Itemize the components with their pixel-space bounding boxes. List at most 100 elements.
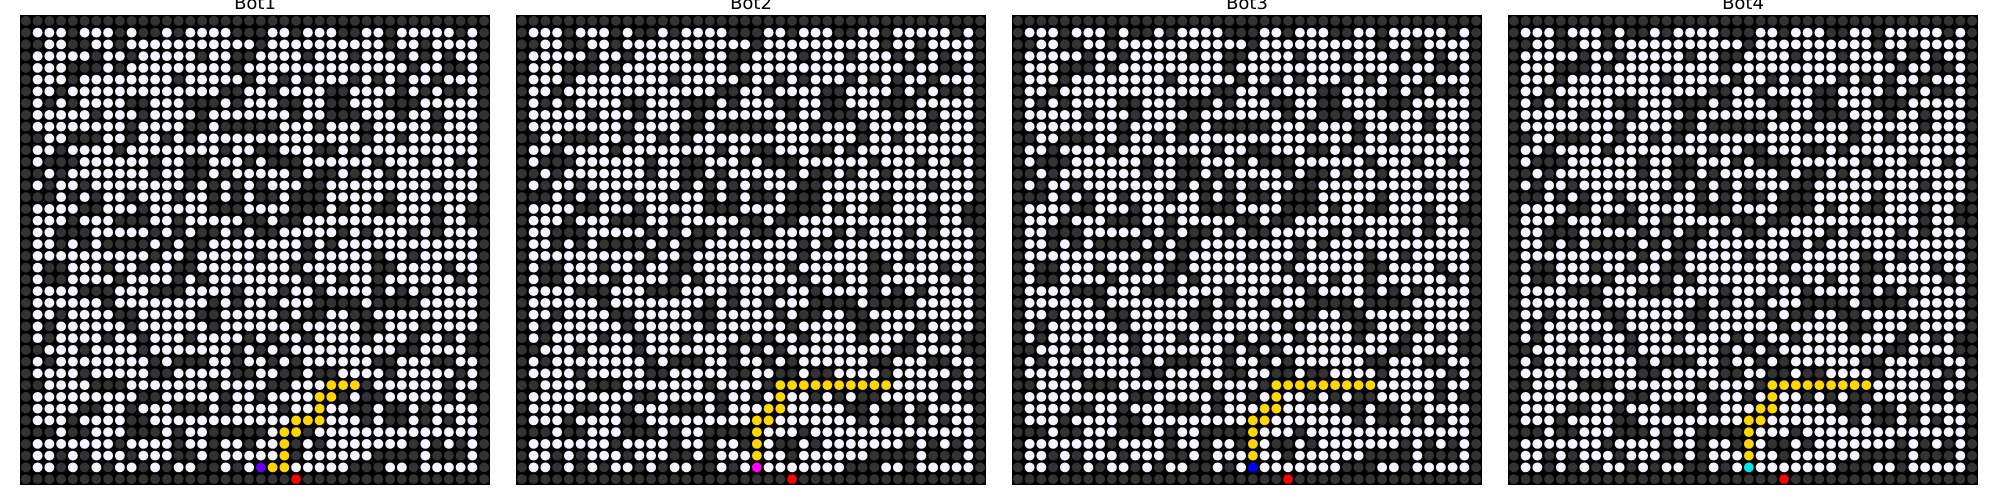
open-cell bbox=[161, 180, 172, 191]
open-cell bbox=[1024, 27, 1035, 38]
blocked-cell bbox=[1153, 462, 1164, 473]
open-cell bbox=[91, 309, 102, 320]
blocked-cell bbox=[704, 438, 715, 449]
open-cell bbox=[1294, 156, 1305, 167]
open-cell bbox=[1353, 51, 1364, 62]
blocked-cell bbox=[232, 286, 243, 297]
open-cell bbox=[857, 39, 868, 50]
blocked-cell bbox=[1471, 62, 1482, 73]
blocked-cell bbox=[1318, 145, 1329, 156]
blocked-cell bbox=[1036, 192, 1047, 203]
open-cell bbox=[114, 321, 125, 332]
open-cell bbox=[1259, 309, 1270, 320]
open-cell bbox=[126, 438, 137, 449]
open-cell bbox=[916, 438, 927, 449]
open-cell bbox=[420, 27, 431, 38]
blocked-cell bbox=[56, 309, 67, 320]
open-cell bbox=[1732, 39, 1743, 50]
open-cell bbox=[1459, 274, 1470, 285]
open-cell bbox=[657, 98, 668, 109]
blocked-cell bbox=[150, 356, 161, 367]
path-cell bbox=[302, 415, 313, 426]
blocked-cell bbox=[681, 356, 692, 367]
open-cell bbox=[646, 180, 657, 191]
blocked-cell bbox=[385, 356, 396, 367]
open-cell bbox=[904, 262, 915, 273]
open-cell bbox=[1283, 51, 1294, 62]
open-cell bbox=[255, 62, 266, 73]
blocked-cell bbox=[693, 474, 704, 485]
open-cell bbox=[1118, 333, 1129, 344]
open-cell bbox=[1861, 51, 1872, 62]
blocked-cell bbox=[1424, 227, 1435, 238]
open-cell bbox=[1165, 333, 1176, 344]
open-cell bbox=[822, 344, 833, 355]
blocked-cell bbox=[1024, 474, 1035, 485]
open-cell bbox=[1212, 250, 1223, 261]
blocked-cell bbox=[657, 15, 668, 26]
open-cell bbox=[1024, 250, 1035, 261]
blocked-cell bbox=[975, 98, 986, 109]
blocked-cell bbox=[587, 62, 598, 73]
open-cell bbox=[822, 427, 833, 438]
open-cell bbox=[32, 62, 43, 73]
open-cell bbox=[857, 192, 868, 203]
blocked-cell bbox=[1142, 156, 1153, 167]
open-cell bbox=[928, 86, 939, 97]
open-cell bbox=[1306, 239, 1317, 250]
open-cell bbox=[267, 262, 278, 273]
blocked-cell bbox=[161, 368, 172, 379]
open-cell bbox=[1412, 133, 1423, 144]
blocked-cell bbox=[975, 380, 986, 391]
open-cell bbox=[857, 145, 868, 156]
blocked-cell bbox=[751, 121, 762, 132]
blocked-cell bbox=[1177, 239, 1188, 250]
blocked-cell bbox=[516, 109, 527, 120]
open-cell bbox=[657, 415, 668, 426]
blocked-cell bbox=[904, 297, 915, 308]
blocked-cell bbox=[1048, 262, 1059, 273]
open-cell bbox=[1341, 344, 1352, 355]
open-cell bbox=[740, 192, 751, 203]
open-cell bbox=[244, 344, 255, 355]
open-cell bbox=[1153, 145, 1164, 156]
open-cell bbox=[1236, 133, 1247, 144]
blocked-cell bbox=[810, 368, 821, 379]
blocked-cell bbox=[1095, 380, 1106, 391]
blocked-cell bbox=[1247, 192, 1258, 203]
open-cell bbox=[161, 51, 172, 62]
blocked-cell bbox=[1306, 168, 1317, 179]
open-cell bbox=[1200, 86, 1211, 97]
open-cell bbox=[963, 121, 974, 132]
blocked-cell bbox=[787, 368, 798, 379]
open-cell bbox=[150, 192, 161, 203]
blocked-cell bbox=[904, 62, 915, 73]
open-cell bbox=[646, 344, 657, 355]
open-cell bbox=[834, 368, 845, 379]
open-cell bbox=[1330, 156, 1341, 167]
open-cell bbox=[1024, 109, 1035, 120]
blocked-cell bbox=[1012, 215, 1023, 226]
open-cell bbox=[763, 39, 774, 50]
blocked-cell bbox=[138, 109, 149, 120]
blocked-cell bbox=[1059, 98, 1070, 109]
open-cell bbox=[1130, 450, 1141, 461]
open-cell bbox=[420, 380, 431, 391]
open-cell bbox=[1024, 62, 1035, 73]
blocked-cell bbox=[704, 180, 715, 191]
open-cell bbox=[563, 391, 574, 402]
blocked-cell bbox=[79, 133, 90, 144]
blocked-cell bbox=[728, 227, 739, 238]
open-cell bbox=[669, 51, 680, 62]
open-cell bbox=[904, 427, 915, 438]
open-cell bbox=[1165, 309, 1176, 320]
open-cell bbox=[587, 333, 598, 344]
open-cell bbox=[822, 62, 833, 73]
blocked-cell bbox=[79, 62, 90, 73]
open-cell bbox=[432, 274, 443, 285]
open-cell bbox=[599, 321, 610, 332]
open-cell bbox=[1153, 274, 1164, 285]
open-cell bbox=[1247, 98, 1258, 109]
open-cell bbox=[798, 86, 809, 97]
open-cell bbox=[1412, 450, 1423, 461]
